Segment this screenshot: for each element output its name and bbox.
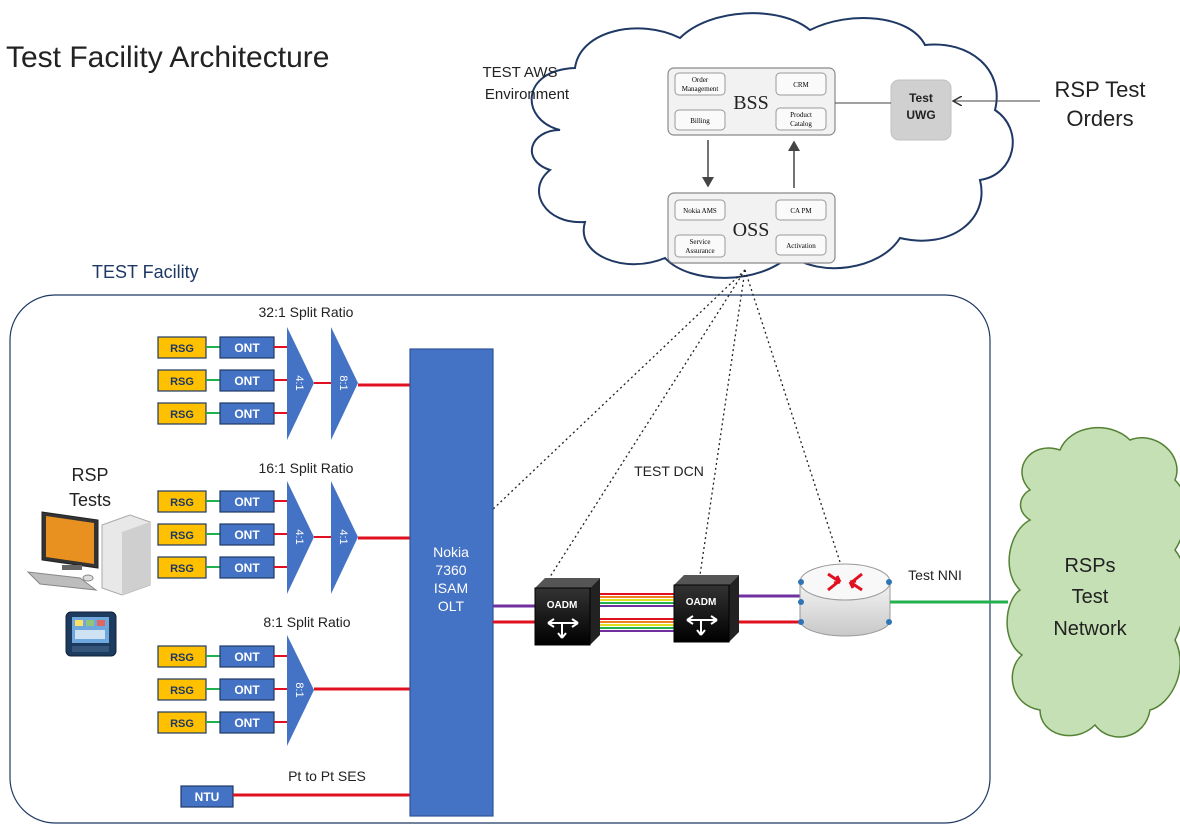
olt-label-3: ISAM bbox=[434, 580, 468, 596]
splitter-label: 8:1 bbox=[293, 682, 305, 697]
uwg-label: Test bbox=[909, 91, 933, 105]
nokia-ams-label: Nokia AMS bbox=[683, 207, 717, 215]
rsg-label: RSG bbox=[170, 685, 194, 697]
rsp-network-label: RSPs bbox=[1064, 555, 1115, 577]
oadm-label: OADM bbox=[547, 600, 578, 611]
rsp-network-label-2: Test bbox=[1072, 586, 1109, 608]
ntu-label: NTU bbox=[195, 790, 220, 804]
oss-block bbox=[667, 192, 836, 264]
group-32 bbox=[157, 327, 410, 440]
olt-block bbox=[409, 348, 494, 817]
splitter-8-1 bbox=[331, 327, 358, 440]
bss-block bbox=[667, 67, 836, 136]
service-assurance-label: Service bbox=[690, 238, 711, 246]
aws-env-label-2: Environment bbox=[485, 86, 570, 103]
olt-label-4: OLT bbox=[438, 598, 465, 614]
product-catalog-label: Product bbox=[790, 111, 812, 119]
crm-label: CRM bbox=[793, 81, 809, 89]
test-facility-frame bbox=[9, 294, 991, 824]
billing-label: Billing bbox=[690, 117, 710, 125]
rsg-label: RSG bbox=[170, 718, 194, 730]
ont-label: ONT bbox=[234, 561, 260, 575]
nni-label: Test NNI bbox=[908, 567, 962, 583]
rsp-network-cloud bbox=[1006, 426, 1180, 738]
ont-label: ONT bbox=[234, 683, 260, 697]
uwg-label-2: UWG bbox=[906, 108, 935, 122]
router-icon bbox=[798, 563, 892, 637]
rsg-label: RSG bbox=[170, 343, 194, 355]
oadm-1 bbox=[534, 578, 600, 646]
test-uwg-box bbox=[890, 79, 952, 141]
rsg-label: RSG bbox=[170, 563, 194, 575]
facility-label: TEST Facility bbox=[92, 262, 199, 282]
ont-label: ONT bbox=[234, 650, 260, 664]
pt-to-pt-label: Pt to Pt SES bbox=[288, 768, 366, 784]
ont-label: ONT bbox=[234, 716, 260, 730]
ont-label: ONT bbox=[234, 374, 260, 388]
split-8-label: 8:1 Split Ratio bbox=[263, 614, 350, 630]
order-management-label-2: Management bbox=[682, 85, 719, 93]
aws-env-label: TEST AWS bbox=[482, 64, 557, 81]
splitter-label: 4:1 bbox=[293, 529, 305, 544]
rsg-label: RSG bbox=[170, 376, 194, 388]
oadm-2 bbox=[673, 575, 739, 643]
rsp-tests-label: RSP bbox=[71, 465, 108, 485]
splitter-4-1 bbox=[287, 327, 314, 440]
oss-label: OSS bbox=[733, 219, 770, 241]
aws-cloud bbox=[530, 12, 1014, 279]
split-16-label: 16:1 Split Ratio bbox=[259, 460, 354, 476]
ont-label: ONT bbox=[234, 528, 260, 542]
ca-pm-label: CA PM bbox=[790, 207, 812, 215]
rsp-orders-label: RSP Test bbox=[1055, 77, 1146, 102]
splitter-label: 4:1 bbox=[293, 375, 305, 390]
order-management-label: Order bbox=[692, 76, 709, 84]
rsg-label: RSG bbox=[170, 530, 194, 542]
group-16 bbox=[157, 481, 410, 594]
oadm-label: OADM bbox=[686, 597, 717, 608]
page-title: Test Facility Architecture bbox=[6, 41, 329, 74]
ont-label: ONT bbox=[234, 407, 260, 421]
rsg-label: RSG bbox=[170, 409, 194, 421]
dwdm-rainbow bbox=[600, 593, 674, 632]
rsp-tests-label-2: Tests bbox=[69, 490, 111, 510]
group-8 bbox=[157, 635, 410, 746]
splitter-label: 4:1 bbox=[337, 529, 349, 544]
test-device-icon bbox=[65, 611, 117, 657]
rsp-orders-label-2: Orders bbox=[1066, 106, 1133, 131]
ont-label: ONT bbox=[234, 495, 260, 509]
dcn-links bbox=[489, 269, 841, 581]
product-catalog-label-2: Catalog bbox=[790, 120, 812, 128]
service-assurance-label-2: Assurance bbox=[685, 247, 714, 255]
split-32-label: 32:1 Split Ratio bbox=[259, 304, 354, 320]
dcn-label: TEST DCN bbox=[634, 463, 704, 479]
rsg-label: RSG bbox=[170, 497, 194, 509]
olt-label: Nokia bbox=[433, 544, 469, 560]
computer-icon bbox=[26, 511, 151, 596]
splitter-label: 8:1 bbox=[337, 375, 349, 390]
ont-label: ONT bbox=[234, 341, 260, 355]
olt-label-2: 7360 bbox=[435, 562, 466, 578]
rsg-label: RSG bbox=[170, 652, 194, 664]
bss-label: BSS bbox=[733, 92, 769, 114]
rsp-network-label-3: Network bbox=[1053, 618, 1127, 640]
activation-label: Activation bbox=[786, 242, 816, 250]
